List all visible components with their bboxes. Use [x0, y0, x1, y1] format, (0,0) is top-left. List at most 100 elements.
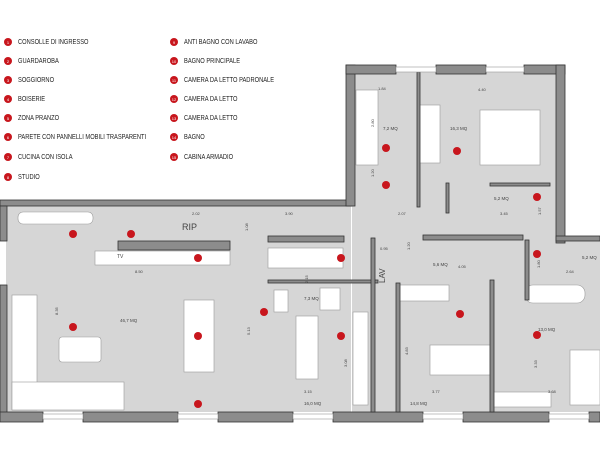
room-marker-9 — [382, 144, 390, 152]
room-marker-6 — [260, 308, 268, 316]
dimension-label: 1.20 — [370, 168, 375, 177]
room-marker-12 — [456, 310, 464, 318]
dimension-label: 3.45 — [500, 211, 509, 216]
dimension-label: 1.08 — [244, 222, 249, 231]
legend-label: CAMERA DA LETTO — [184, 95, 238, 103]
legend-item: 5 ZONA PRANZO — [4, 113, 68, 123]
room-marker-4 — [194, 400, 202, 408]
legend-label: CAMERA DA LETTO — [184, 114, 238, 122]
legend-label: BAGNO — [184, 133, 205, 141]
dimension-label: 4.05 — [458, 264, 467, 269]
room-marker-14 — [533, 250, 541, 258]
marker-dot: 15 — [170, 153, 178, 161]
walls — [0, 64, 600, 423]
dimension-label: 1.84 — [378, 86, 387, 91]
room-area-label: 13,0 MQ — [538, 327, 556, 332]
marker-dot: 3 — [4, 76, 12, 84]
marker-dot: 8 — [4, 173, 12, 181]
plan-markers — [69, 144, 541, 408]
legend-item: 2 GUARDAROBA — [4, 56, 68, 66]
room-area-label: 5,6 MQ — [433, 262, 448, 267]
windows — [42, 66, 590, 420]
room-marker-8 — [337, 254, 345, 262]
dimension-label: 8.35 — [54, 306, 59, 315]
marker-dot: 12 — [170, 95, 178, 103]
lav-label: LAV — [378, 268, 387, 283]
legend-label: ANTI BAGNO CON LAVABO — [184, 38, 258, 46]
dimension-label: 3.68 — [548, 389, 557, 394]
dimension-label: 2.02 — [192, 211, 201, 216]
marker-dot: 11 — [170, 76, 178, 84]
room-marker-4 — [194, 254, 202, 262]
room-area-label: 46,7 MQ — [120, 318, 138, 323]
legend-item: 7 CUCINA CON ISOLA — [4, 152, 85, 162]
legend-item: 3 SOGGIORNO — [4, 75, 62, 85]
marker-dot: 10 — [170, 57, 178, 65]
marker-dot: 6 — [4, 133, 12, 141]
room-marker-5 — [194, 332, 202, 340]
marker-dot: 9 — [170, 38, 178, 46]
dimension-label: 3.15 — [304, 389, 313, 394]
legend-item: 15 CABINA ARMADIO — [170, 152, 244, 162]
room-marker-1 — [69, 230, 77, 238]
dimension-label: 2.80 — [370, 118, 375, 127]
legend-item: 1 CONSOLLE DI INGRESSO — [4, 37, 104, 47]
dimension-label: 4.83 — [404, 346, 409, 355]
room-area-label: 7,2 MQ — [383, 126, 398, 131]
room-area-label: 16,0 MQ — [304, 401, 322, 406]
legend-item: 12 CAMERA DA LETTO — [170, 94, 249, 104]
legend-item: 11 CAMERA DA LETTO PADRONALE — [170, 75, 294, 85]
legend-label: BOISERIE — [18, 95, 46, 103]
legend-label: SOGGIORNO — [18, 76, 55, 84]
dimension-label: 1.20 — [406, 241, 411, 250]
dimension-label: 3.77 — [432, 389, 441, 394]
legend-item: 10 BAGNO PRINCIPALE — [170, 56, 252, 66]
room-area-label: 5,2 MQ — [494, 196, 509, 201]
room-marker-10 — [382, 181, 390, 189]
marker-dot: 13 — [170, 114, 178, 122]
dimension-label: 2.15 — [304, 274, 309, 283]
legend-label: CABINA ARMADIO — [184, 153, 234, 161]
marker-dot: 7 — [4, 153, 12, 161]
dimension-label: 2.07 — [398, 211, 407, 216]
legend-label: PARETE CON PANNELLI MOBILI TRASPARENTI — [18, 133, 147, 141]
legend-item: 9 ANTI BAGNO CON LAVABO — [170, 37, 274, 47]
legend-label: CAMERA DA LETTO PADRONALE — [184, 76, 275, 84]
room-marker-13 — [533, 331, 541, 339]
legend-label: GUARDAROBA — [18, 57, 59, 65]
room-area-label: 7,3 MQ — [304, 296, 319, 301]
dimension-label: 3.33 — [533, 359, 538, 368]
marker-dot: 2 — [4, 57, 12, 65]
legend-label: ZONA PRANZO — [18, 114, 60, 122]
plan-labels: 46,7 MQ 7,2 MQ 16,3 MQ 5,2 MQ 5,6 MQ 7,3 MQ 16… — [54, 86, 597, 406]
dimension-label: 2.64 — [566, 269, 575, 274]
room-marker-3 — [69, 323, 77, 331]
legend-label: BAGNO PRINCIPALE — [184, 57, 241, 65]
legend-label: CONSOLLE DI INGRESSO — [18, 38, 89, 46]
legend-item: 13 CAMERA DA LETTO — [170, 113, 249, 123]
dimension-label: 3.08 — [343, 358, 348, 367]
dimension-label: 8.50 — [135, 269, 144, 274]
dimension-label: 1.80 — [536, 259, 541, 268]
marker-dot: 4 — [4, 95, 12, 103]
legend-item: 4 BOISERIE — [4, 94, 51, 104]
room-area-label: 14,8 MQ — [410, 401, 428, 406]
room-area-label: 16,3 MQ — [450, 126, 468, 131]
room-marker-2 — [127, 230, 135, 238]
legend-label: STUDIO — [18, 173, 40, 181]
dimension-label: 1.57 — [537, 206, 542, 215]
dimension-label: 4.40 — [478, 87, 487, 92]
room-marker-11 — [453, 147, 461, 155]
dimension-label: 3.90 — [285, 211, 294, 216]
legend-label: CUCINA CON ISOLA — [18, 153, 73, 161]
marker-dot: 5 — [4, 114, 12, 122]
dimension-label: 5.13 — [246, 326, 251, 335]
rip-label: RIP — [182, 222, 197, 232]
tv-label: TV — [117, 254, 124, 260]
furniture — [11, 89, 600, 411]
marker-dot: 1 — [4, 38, 12, 46]
room-area-label: 5,2 MQ — [582, 255, 597, 260]
